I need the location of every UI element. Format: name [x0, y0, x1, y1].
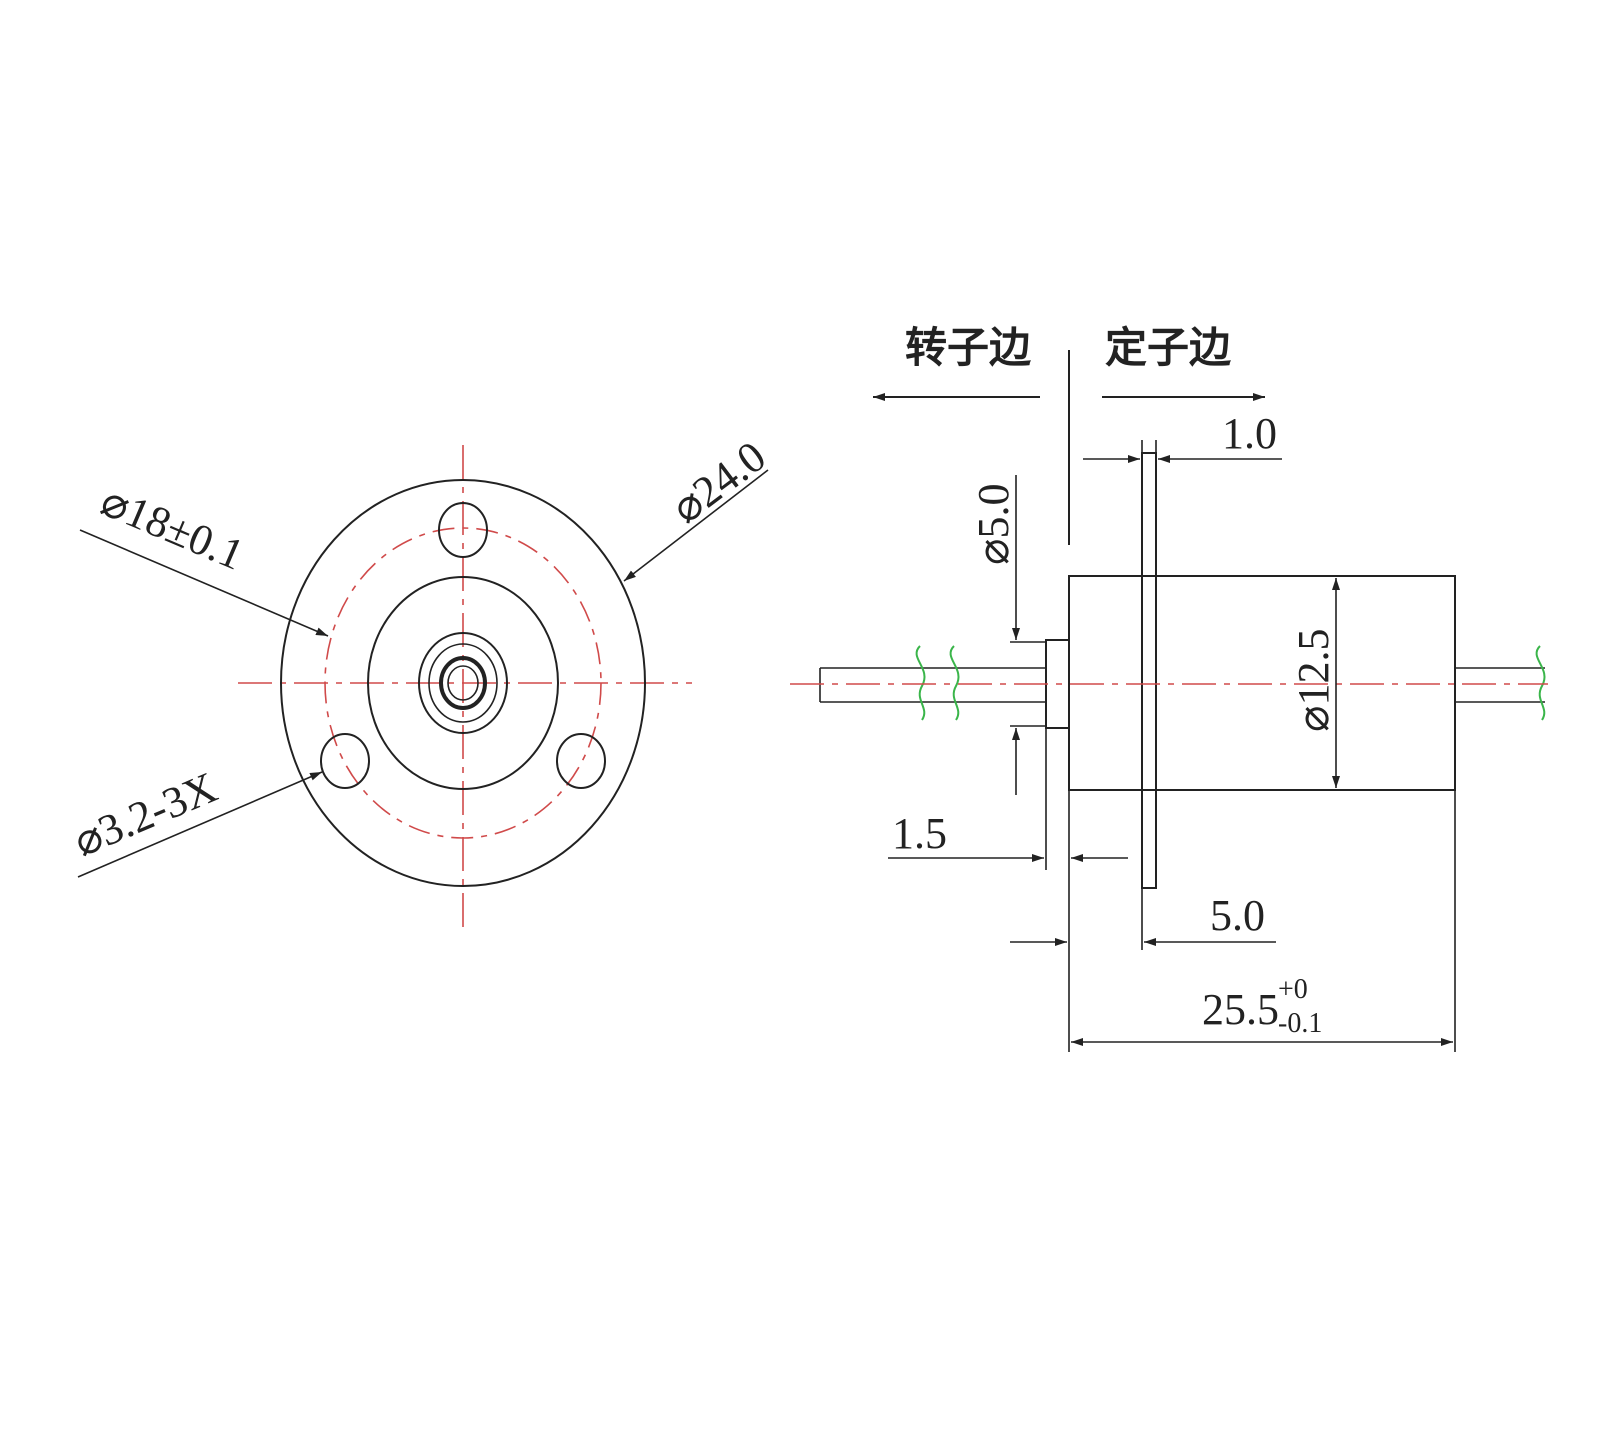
rotor-side-label: 转子边: [905, 323, 1032, 372]
shaft-break-mark-1: [915, 645, 926, 721]
pcd-leader: [79, 529, 329, 637]
flange-thickness-dimension: 1.0: [1222, 409, 1277, 458]
hub-circle: [418, 632, 508, 734]
shaft-break-mark-2: [949, 645, 960, 721]
mount-hole-left: [320, 733, 370, 789]
mount-hole-right: [556, 733, 606, 789]
shaft-break-mark-3: [1535, 645, 1546, 721]
total-length-tol-lower: -0.1: [1278, 1008, 1322, 1039]
flange-outer-circle: [280, 479, 646, 887]
hub-inner-circle: [428, 643, 498, 723]
shaft-circle-outer: [439, 656, 487, 710]
total-length-tol-upper: +0: [1278, 974, 1308, 1005]
front-view: ⌀18±0.1 ⌀24.0 ⌀3.2-3X: [67, 432, 775, 930]
mounting-flange: [1141, 452, 1157, 889]
shaft-circle-inner: [447, 665, 479, 701]
pcd-circle: [324, 527, 602, 839]
holes-leader: [77, 771, 323, 878]
stator-body: [1068, 575, 1456, 791]
outer-diameter-dimension: ⌀24.0: [663, 432, 775, 533]
front-length-dimension: 5.0: [1210, 891, 1265, 940]
holes-dimension: ⌀3.2-3X: [67, 763, 224, 867]
stator-side-label: 定子边: [1105, 323, 1232, 372]
side-view: 转子边 定子边 ⌀5.0 1.0: [790, 323, 1548, 1052]
body-circle: [367, 576, 559, 790]
total-length-dimension: 25.5: [1202, 985, 1279, 1034]
outer-diameter-leader: [623, 469, 769, 582]
shaft-diameter-dimension: ⌀5.0: [969, 484, 1018, 566]
body-diameter-dimension: ⌀12.5: [1289, 629, 1338, 733]
collar-length-dimension: 1.5: [892, 809, 947, 858]
pcd-dimension: ⌀18±0.1: [94, 476, 251, 580]
mount-hole-top: [438, 502, 488, 558]
